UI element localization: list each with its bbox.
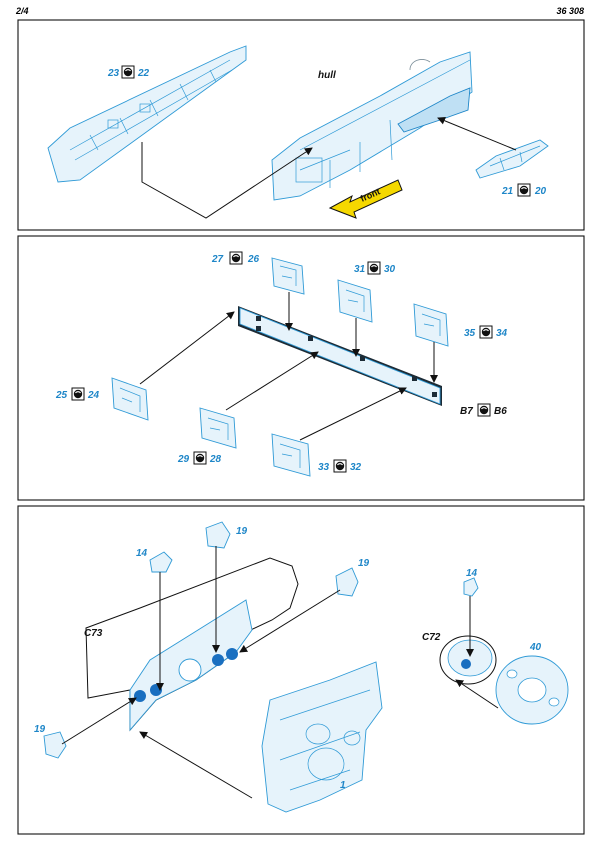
leader-line [299, 387, 407, 441]
label-part-34: 34 [496, 328, 508, 339]
label-part-31: 31 [354, 264, 366, 275]
label-part-b6: B6 [494, 406, 507, 417]
label-part-c73: C73 [84, 628, 103, 639]
part-23-22 [47, 45, 247, 183]
label-part-40: 40 [529, 642, 542, 653]
label-part-29: 29 [177, 454, 190, 465]
label-part-23: 23 [107, 68, 120, 79]
label-part-19-top: 19 [236, 526, 248, 537]
part-27-26 [271, 257, 305, 295]
bend-icon [121, 65, 135, 79]
part-21-20 [475, 139, 549, 179]
page-number: 2/4 [16, 6, 29, 16]
label-hull: hull [318, 70, 336, 81]
label-part-33: 33 [318, 462, 330, 473]
part-1 [261, 661, 383, 813]
bend-icon [71, 387, 85, 401]
part-33-32 [271, 433, 311, 477]
leader-line [141, 142, 313, 219]
leader-line [455, 679, 499, 709]
label-part-19-left: 19 [34, 724, 46, 735]
panel-side-skirt [17, 235, 585, 501]
panel-plates [17, 505, 585, 835]
front-arrow [328, 179, 403, 219]
label-part-14-left: 14 [136, 548, 148, 559]
label-part-21: 21 [501, 186, 514, 197]
label-part-24: 24 [87, 390, 100, 401]
label-part-22: 22 [137, 68, 150, 79]
label-part-30: 30 [384, 264, 396, 275]
part-40 [495, 655, 569, 725]
hull-body [271, 51, 473, 201]
leader-line [239, 589, 341, 653]
kit-code: 36 308 [556, 6, 584, 16]
part-25-24 [111, 377, 149, 421]
label-part-20: 20 [534, 186, 547, 197]
part-19-right [335, 567, 359, 597]
leader-line [61, 697, 137, 745]
label-part-27: 27 [211, 254, 224, 265]
part-14-right [463, 577, 479, 597]
bend-icon [367, 261, 381, 275]
part-19-top [205, 521, 231, 549]
part-c72 [439, 635, 497, 685]
part-31-30 [337, 279, 373, 323]
bend-icon [193, 451, 207, 465]
bend-icon [333, 459, 347, 473]
label-part-1: 1 [340, 780, 346, 791]
part-c73 [85, 557, 299, 732]
label-part-19-right: 19 [358, 558, 370, 569]
label-part-26: 26 [247, 254, 260, 265]
part-14-left [149, 551, 173, 573]
label-part-c72: C72 [422, 632, 441, 643]
leader-line [225, 351, 319, 411]
strip-b7-b6 [238, 306, 442, 406]
leader-line [139, 311, 235, 385]
part-19-left [43, 731, 67, 759]
bend-icon [479, 325, 493, 339]
bend-icon [229, 251, 243, 265]
part-35-34 [413, 303, 449, 347]
label-part-32: 32 [350, 462, 362, 473]
label-part-14-right: 14 [466, 568, 478, 579]
panel-hull [17, 19, 585, 231]
label-part-25: 25 [55, 390, 68, 401]
bend-icon [517, 183, 531, 197]
leader-line [139, 731, 253, 799]
part-29-28 [199, 407, 237, 449]
label-part-35: 35 [464, 328, 476, 339]
label-part-28: 28 [209, 454, 222, 465]
label-part-b7: B7 [460, 406, 473, 417]
bend-icon [477, 403, 491, 417]
leader-line [437, 116, 517, 151]
